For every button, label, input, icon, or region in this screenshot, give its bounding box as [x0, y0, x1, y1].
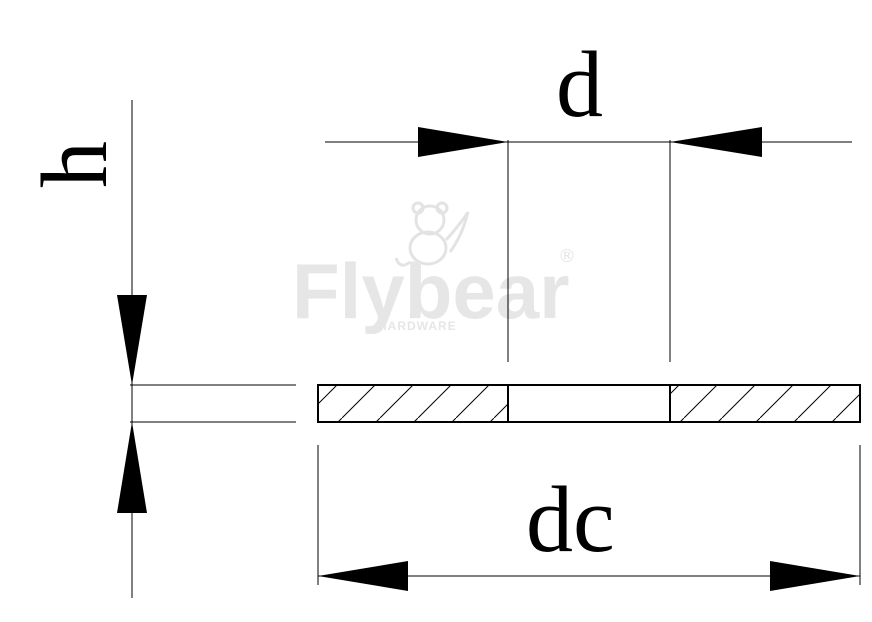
arrow-h-top	[117, 295, 147, 385]
arrow-h-bottom	[117, 422, 147, 513]
dimension-h	[117, 100, 296, 598]
washer-hatch-right	[670, 385, 860, 422]
watermark-sub: HARDWARE	[378, 319, 457, 333]
washer-hatch-left	[318, 385, 508, 422]
dimension-d	[325, 127, 852, 362]
washer-section	[317, 384, 861, 423]
washer-outline	[317, 384, 861, 423]
arrow-dc-right	[770, 561, 860, 591]
dimension-dc	[317, 445, 861, 591]
watermark: Flybear HARDWARE ®	[292, 201, 576, 335]
arrow-d-right	[670, 127, 762, 157]
watermark-registered-mark: ®	[558, 246, 576, 267]
arrow-d-left	[418, 127, 508, 157]
watermark-brand: Flybear	[292, 247, 569, 335]
label-h: h	[23, 141, 127, 188]
label-dc: dc	[526, 468, 615, 572]
label-d: d	[556, 33, 603, 137]
arrow-dc-left	[318, 561, 408, 591]
bear-logo-icon	[394, 201, 470, 267]
